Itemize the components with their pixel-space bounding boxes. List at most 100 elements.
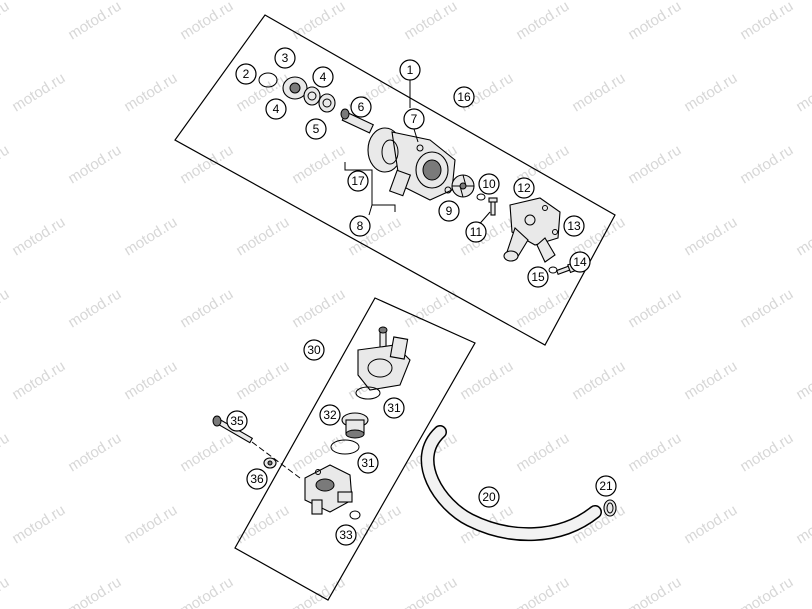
callout-16: 16 <box>453 86 475 108</box>
svg-text:9: 9 <box>446 204 453 218</box>
watermark-text: motod.ru <box>569 358 628 404</box>
watermark-text: motod.ru <box>9 214 68 260</box>
watermark-text: motod.ru <box>793 214 812 260</box>
watermark-text: motod.ru <box>681 70 740 116</box>
callout-17: 17 <box>347 170 369 192</box>
watermark-text: motod.ru <box>625 574 684 609</box>
oring-31a <box>355 386 381 400</box>
thermostat-housing <box>304 464 353 515</box>
callout-10: 10 <box>478 173 500 195</box>
svg-text:5: 5 <box>313 122 320 136</box>
pump-housing-7 <box>367 127 456 201</box>
watermark-text: motod.ru <box>513 0 572 43</box>
watermark-text: motod.ru <box>65 430 124 476</box>
svg-text:1: 1 <box>407 63 414 77</box>
impeller-9 <box>451 174 475 198</box>
watermark-text: motod.ru <box>65 142 124 188</box>
watermark-text: motod.ru <box>737 286 796 332</box>
watermark-text: motod.ru <box>0 574 12 609</box>
washer-10 <box>476 193 486 201</box>
svg-text:36: 36 <box>250 472 264 486</box>
watermark-text: motod.ru <box>289 142 348 188</box>
callout-35: 35 <box>226 410 248 432</box>
watermark-text: motod.ru <box>625 286 684 332</box>
watermark-text: motod.ru <box>513 430 572 476</box>
watermark-text: motod.ru <box>0 286 12 332</box>
watermark-text: motod.ru <box>625 430 684 476</box>
seal-4a <box>303 86 321 106</box>
watermark-text: motod.ru <box>0 142 12 188</box>
callout-11: 11 <box>465 221 487 243</box>
watermark-text: motod.ru <box>65 0 124 43</box>
hose-clamp-21 <box>603 499 617 517</box>
watermark-text: motod.ru <box>401 574 460 609</box>
svg-text:13: 13 <box>567 219 581 233</box>
oring-31b <box>330 439 360 455</box>
callout-5: 5 <box>305 118 327 140</box>
watermark-text: motod.ru <box>177 574 236 609</box>
washer-36 <box>263 457 277 469</box>
svg-text:17: 17 <box>351 174 365 188</box>
svg-text:2: 2 <box>243 67 250 81</box>
svg-text:3: 3 <box>282 51 289 65</box>
callout-13: 13 <box>563 215 585 237</box>
svg-text:31: 31 <box>387 401 401 415</box>
callout-31a: 31 <box>383 397 405 419</box>
callout-8-bracket <box>344 162 396 212</box>
svg-text:21: 21 <box>599 479 613 493</box>
callout-31b: 31 <box>357 452 379 474</box>
oring-33 <box>349 510 361 520</box>
watermark-text: motod.ru <box>289 286 348 332</box>
watermark-text: motod.ru <box>681 502 740 548</box>
callout-8: 8 <box>349 215 371 237</box>
watermark-text: motod.ru <box>737 430 796 476</box>
watermark-text: motod.ru <box>9 502 68 548</box>
svg-text:15: 15 <box>531 270 545 284</box>
watermark-text: motod.ru <box>121 358 180 404</box>
pump-cover-12 <box>503 197 561 263</box>
watermark-text: motod.ru <box>793 70 812 116</box>
watermark-text: motod.ru <box>121 502 180 548</box>
circlip-2 <box>258 72 278 88</box>
water-pump-assembly-frame <box>174 14 616 346</box>
callout-14: 14 <box>569 251 591 273</box>
callout-12: 12 <box>513 177 535 199</box>
watermark-text: motod.ru <box>457 358 516 404</box>
svg-text:11: 11 <box>470 225 483 239</box>
thermostat-32 <box>341 412 369 439</box>
svg-text:35: 35 <box>230 414 244 428</box>
bearing-3 <box>282 76 308 100</box>
watermark-text: motod.ru <box>793 358 812 404</box>
watermark-text: motod.ru <box>289 0 348 43</box>
shaft-6 <box>340 108 375 134</box>
watermark-text: motod.ru <box>9 70 68 116</box>
watermark-text: motod.ru <box>177 142 236 188</box>
callout-1: 1 <box>399 59 421 81</box>
watermark-text: motod.ru <box>401 0 460 43</box>
watermark-text: motod.ru <box>65 286 124 332</box>
callout-9: 9 <box>438 200 460 222</box>
callouts: 1 2 3 4 4 5 6 7 8 9 10 11 12 13 14 15 16… <box>226 47 617 546</box>
callout-36: 36 <box>246 468 268 490</box>
svg-text:32: 32 <box>323 408 337 422</box>
watermark-text: motod.ru <box>233 502 292 548</box>
svg-text:20: 20 <box>482 490 496 504</box>
watermark-text: motod.ru <box>401 286 460 332</box>
svg-text:6: 6 <box>358 100 365 114</box>
callout-3: 3 <box>274 47 296 69</box>
watermark-text: motod.ru <box>513 286 572 332</box>
callout-30: 30 <box>303 339 325 361</box>
svg-text:7: 7 <box>411 112 418 126</box>
watermark-text: motod.ru <box>65 574 124 609</box>
svg-text:30: 30 <box>307 343 321 357</box>
watermark-text: motod.ru <box>513 574 572 609</box>
watermark-text: motod.ru <box>121 214 180 260</box>
watermark-text: motod.ru <box>233 358 292 404</box>
watermark-text: motod.ru <box>737 142 796 188</box>
callout-21: 21 <box>595 475 617 497</box>
watermark-text: motod.ru <box>737 574 796 609</box>
svg-text:4: 4 <box>320 70 327 84</box>
watermark-text: motod.ru <box>681 214 740 260</box>
